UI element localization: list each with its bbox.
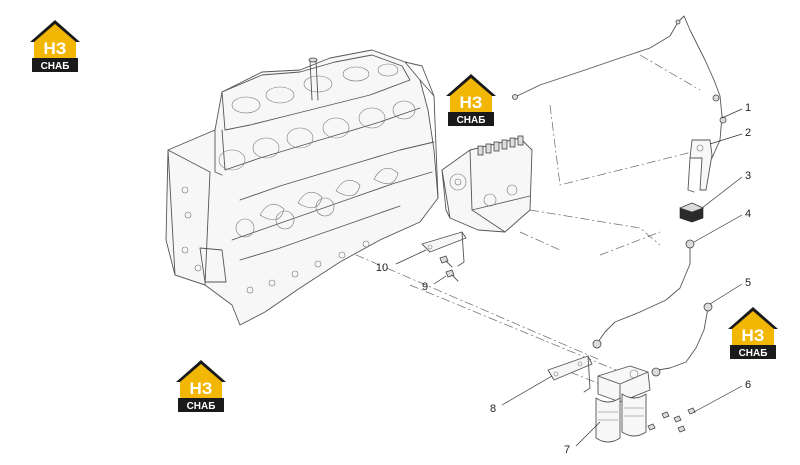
bolts-9 bbox=[439, 255, 459, 282]
bracket-10 bbox=[421, 231, 467, 267]
callout-9: 9 bbox=[422, 281, 428, 293]
pump-delivery-valves bbox=[477, 135, 524, 156]
feed-pipe-4 bbox=[592, 239, 695, 349]
watermark-logo-right: НЗ СНАБ bbox=[728, 307, 778, 359]
engine-block bbox=[165, 49, 439, 326]
filter-bracket-8 bbox=[547, 355, 593, 393]
callout-2: 2 bbox=[745, 127, 751, 139]
callout-10: 10 bbox=[376, 262, 388, 274]
bolts-6 bbox=[647, 407, 696, 433]
svg-text:НЗ: НЗ bbox=[460, 93, 483, 112]
fuel-filter-7 bbox=[595, 365, 651, 443]
rubber-block-3 bbox=[678, 202, 705, 223]
callout-6: 6 bbox=[745, 379, 751, 391]
callout-5: 5 bbox=[745, 277, 751, 289]
feed-pipe-5 bbox=[651, 302, 713, 377]
callout-7: 7 bbox=[564, 444, 570, 456]
svg-text:СНАБ: СНАБ bbox=[187, 401, 216, 412]
svg-text:СНАБ: СНАБ bbox=[457, 115, 486, 126]
svg-text:СНАБ: СНАБ bbox=[739, 348, 768, 359]
callout-3: 3 bbox=[745, 170, 751, 182]
svg-text:НЗ: НЗ bbox=[742, 326, 765, 345]
callout-1: 1 bbox=[745, 102, 751, 114]
watermark-bottom-text: СНАБ bbox=[41, 61, 70, 72]
watermark-top-text: НЗ bbox=[44, 39, 67, 58]
watermark-logo-center: НЗ СНАБ bbox=[446, 74, 496, 126]
fuel-injection-pump bbox=[441, 135, 533, 233]
callout-8: 8 bbox=[490, 403, 496, 415]
callout-leaders bbox=[395, 108, 743, 447]
pipe-bracket-2 bbox=[687, 139, 713, 193]
watermark-logo-bottom-left: НЗ СНАБ bbox=[176, 360, 226, 412]
watermark-logo-top-left: НЗ СНАБ bbox=[30, 20, 80, 72]
return-pipe-1 bbox=[512, 15, 727, 159]
callout-4: 4 bbox=[745, 208, 751, 220]
svg-text:НЗ: НЗ bbox=[190, 379, 213, 398]
callout-labels: 1 2 3 4 5 6 7 8 9 10 bbox=[376, 102, 751, 456]
